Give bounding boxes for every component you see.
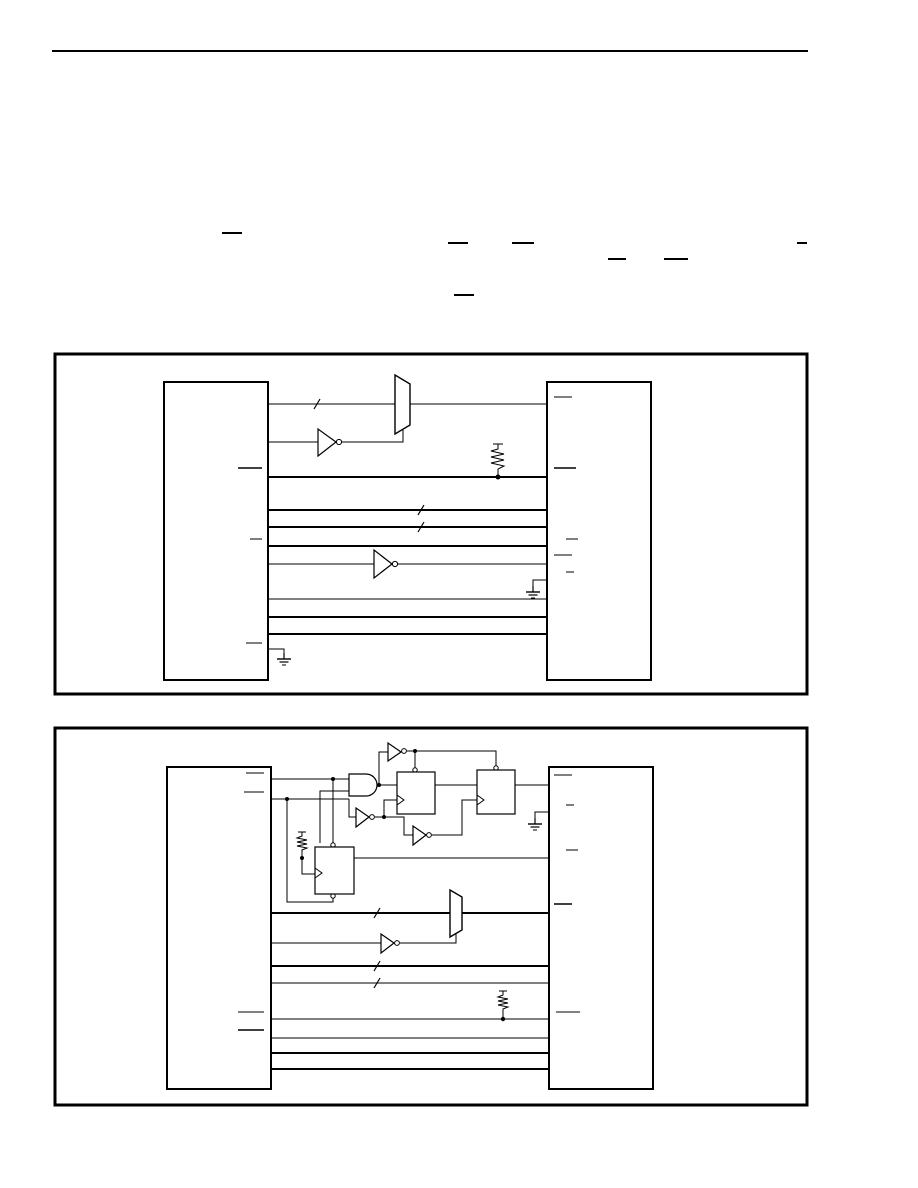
wire [286,799,334,903]
ground-symbol [527,817,543,831]
text-overbar [797,242,807,244]
bus-slash [417,521,425,533]
wire [378,751,388,785]
header-rule [52,50,808,52]
inverter [373,548,393,580]
inverter-bubble [335,438,343,446]
inverter [355,806,371,829]
inverter [412,824,428,847]
bus-slash [373,907,381,919]
clock-marker [314,867,323,879]
pull-up-resistor [295,832,309,858]
inverter [317,427,338,458]
figure-frame [53,726,809,1107]
clock-marker [476,794,485,806]
chip-block-right [546,381,652,681]
chip-block-left [166,766,272,1090]
inverter-bubble [401,748,407,754]
text-overbar [664,258,688,260]
ground-symbol [525,585,541,599]
wire [342,430,404,443]
text-overbar [512,242,534,244]
inverter-bubble [394,940,400,946]
pull-up-resistor [496,991,510,1019]
wire [532,579,547,586]
wire [348,799,356,818]
wire [268,648,285,653]
ground-symbol [276,652,292,666]
chip-block-left [163,381,269,681]
inverter [387,741,403,763]
wire [432,799,477,836]
multiplexer [394,373,411,436]
text-overbar [448,242,468,244]
bus-slash [417,504,425,516]
flip-flop [314,846,355,895]
text-overbar [608,258,626,260]
inverter [380,932,396,955]
pull-up-resistor [490,444,506,477]
clock-marker [396,794,405,806]
wire [384,816,413,836]
figure-lower [53,726,809,1107]
inverter-bubble [369,814,375,820]
junction-dot [500,1016,506,1022]
wire [407,750,497,766]
bus-slash [373,960,381,972]
and-gate [348,773,378,797]
inverter-bubble [391,560,399,568]
text-overbar [454,294,474,296]
chip-block-right [548,766,654,1090]
wire [383,799,397,817]
junction-dot [495,474,501,480]
wire [301,858,315,875]
wire [319,790,349,843]
flip-flop [476,769,516,815]
junction-dot [413,749,417,753]
wire [400,934,457,944]
bus-slash [373,977,381,989]
multiplexer [449,888,463,939]
bus-slash [313,398,321,410]
wire [534,811,549,818]
text-overbar [222,232,242,234]
figure-frame [53,352,809,696]
inverter-bubble [426,832,432,838]
flip-flop [396,771,436,815]
figure-upper [53,352,809,696]
